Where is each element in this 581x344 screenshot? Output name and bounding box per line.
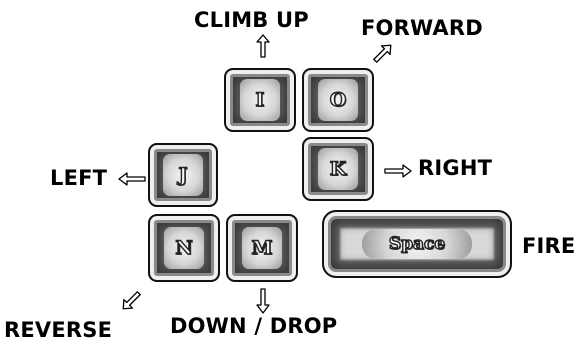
arrow-up-icon — [256, 34, 270, 58]
key-i[interactable]: I — [224, 68, 296, 132]
key-k-glyph: K — [329, 157, 347, 180]
key-space-glyph: Space — [388, 233, 446, 254]
key-j[interactable]: J — [148, 143, 218, 207]
key-o-glyph: O — [329, 88, 347, 111]
reverse-label: REVERSE — [4, 318, 113, 342]
key-m-glyph: M — [251, 236, 273, 259]
arrow-down-left-icon — [122, 291, 141, 310]
key-space[interactable]: Space — [322, 210, 512, 278]
key-n-glyph: N — [175, 236, 194, 259]
climb-up-label: CLIMB UP — [194, 8, 309, 32]
right-label: RIGHT — [418, 156, 493, 180]
key-n[interactable]: N — [148, 214, 220, 282]
key-m[interactable]: M — [226, 214, 298, 282]
forward-label: FORWARD — [361, 16, 483, 40]
left-label: LEFT — [50, 166, 108, 190]
key-j-glyph: J — [178, 163, 188, 186]
arrow-down-icon — [256, 288, 270, 314]
arrow-right-icon — [384, 164, 412, 178]
key-o[interactable]: O — [302, 68, 374, 132]
fire-label: FIRE — [522, 234, 576, 258]
down-drop-label: DOWN / DROP — [170, 314, 338, 338]
arrow-left-icon — [118, 172, 146, 186]
key-k[interactable]: K — [302, 137, 374, 201]
key-i-glyph: I — [255, 88, 265, 111]
arrow-up-right-icon — [373, 44, 392, 63]
